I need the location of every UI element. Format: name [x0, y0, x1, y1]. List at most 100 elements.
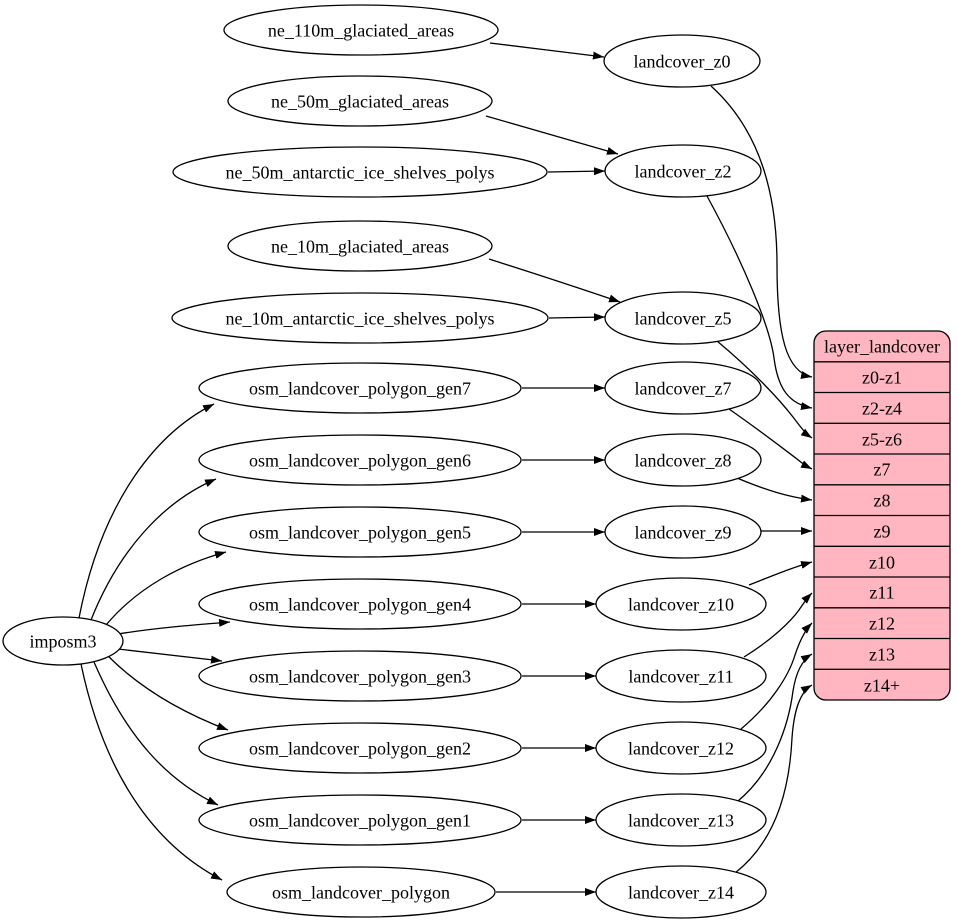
- table-row-z10: z10: [869, 552, 895, 572]
- node-ellipse: [595, 721, 767, 775]
- node-label: landcover_z0: [634, 51, 731, 71]
- node-osm-landcover-polygon: osm_landcover_polygon: [226, 866, 496, 918]
- edge-imposm3-to-polygon: [80, 663, 223, 881]
- node-ellipse: [604, 291, 762, 345]
- node-ellipse: [603, 34, 761, 88]
- node-label: landcover_z2: [635, 161, 732, 181]
- edge-z8-to-row-z8: [736, 477, 813, 503]
- node-ellipse: [172, 146, 548, 198]
- node-ellipse: [198, 506, 522, 558]
- node-ellipse: [604, 505, 762, 559]
- node-label: landcover_z13: [628, 810, 734, 830]
- edge-ne10m-antarctic-to-z5: [548, 313, 606, 322]
- edge-imposm3-to-gen3: [117, 648, 223, 664]
- node-ellipse: [604, 144, 762, 198]
- table-row-z0-z1: z0-z1: [862, 367, 902, 387]
- node-label: landcover_z12: [628, 738, 734, 758]
- node-ne-50m-glaciated-areas: ne_50m_glaciated_areas: [227, 75, 493, 127]
- edge-z7-to-row-z7: [728, 408, 813, 470]
- node-label: osm_landcover_polygon_gen7: [249, 378, 471, 398]
- node-label: osm_landcover_polygon_gen4: [249, 594, 471, 614]
- edge-ne110m-to-z0: [489, 42, 605, 60]
- node-ellipse: [227, 220, 493, 272]
- node-landcover-z5: landcover_z5: [604, 291, 762, 345]
- node-ellipse: [595, 865, 767, 919]
- node-landcover-z8: landcover_z8: [604, 433, 762, 487]
- node-osm-landcover-polygon-gen2: osm_landcover_polygon_gen2: [198, 722, 522, 774]
- node-label: landcover_z14: [628, 882, 734, 902]
- node-label: landcover_z11: [628, 666, 733, 686]
- node-osm-landcover-polygon-gen5: osm_landcover_polygon_gen5: [198, 506, 522, 558]
- node-ellipse: [604, 361, 762, 415]
- node-ellipse: [198, 650, 522, 702]
- node-imposm3: imposm3: [2, 616, 124, 666]
- node-label: landcover_z7: [635, 378, 732, 398]
- node-ne-110m-glaciated-areas: ne_110m_glaciated_areas: [223, 4, 499, 56]
- edge-ne50m-antarctic-to-z2: [547, 167, 606, 176]
- node-ellipse: [198, 722, 522, 774]
- table-row-z5-z6: z5-z6: [862, 429, 902, 449]
- node-label: osm_landcover_polygon_gen3: [249, 666, 471, 686]
- table-row-z8: z8: [874, 490, 891, 510]
- table-layer-landcover: layer_landcover z0-z1 z2-z4 z5-z6 z7 z8 …: [813, 330, 951, 701]
- node-osm-landcover-polygon-gen3: osm_landcover_polygon_gen3: [198, 650, 522, 702]
- table-row-z2-z4: z2-z4: [862, 398, 902, 418]
- edge-imposm3-to-gen5: [105, 551, 227, 626]
- node-label: osm_landcover_polygon_gen6: [249, 450, 471, 470]
- edge-imposm3-to-gen4: [117, 618, 231, 635]
- table-row-z9: z9: [874, 521, 891, 541]
- node-landcover-z2: landcover_z2: [604, 144, 762, 198]
- table-row-z14plus: z14+: [864, 675, 900, 695]
- node-label: landcover_z8: [635, 450, 732, 470]
- node-label: landcover_z10: [628, 594, 734, 614]
- node-landcover-z9: landcover_z9: [604, 505, 762, 559]
- node-label: osm_landcover_polygon_gen2: [249, 738, 471, 758]
- node-ellipse: [595, 577, 767, 631]
- edge-ne50m-glaciated-to-z2: [485, 115, 619, 155]
- node-label: landcover_z9: [635, 522, 732, 542]
- edge-z5-to-row-z5-z6: [716, 340, 813, 439]
- node-label: ne_10m_glaciated_areas: [271, 236, 449, 256]
- table-row-z13: z13: [869, 644, 895, 664]
- node-landcover-z10: landcover_z10: [595, 577, 767, 631]
- node-label: osm_landcover_polygon_gen1: [249, 810, 471, 830]
- edge-z0-to-row-z0-z1: [710, 85, 813, 379]
- edge-z14-to-row-z14plus: [734, 684, 813, 874]
- node-ellipse: [227, 75, 493, 127]
- node-ellipse: [198, 578, 522, 630]
- node-label: osm_landcover_polygon: [272, 882, 450, 902]
- table-row-z12: z12: [869, 613, 895, 633]
- node-ellipse: [171, 292, 549, 344]
- node-ellipse: [198, 434, 522, 486]
- edge-imposm3-to-gen1: [93, 661, 219, 806]
- node-ellipse: [595, 649, 767, 703]
- edge-z13-to-row-z13: [737, 653, 813, 802]
- node-ne-10m-antarctic-ice-shelves-polys: ne_10m_antarctic_ice_shelves_polys: [171, 292, 549, 344]
- node-label: ne_50m_antarctic_ice_shelves_polys: [226, 162, 495, 182]
- node-landcover-z13: landcover_z13: [595, 793, 767, 847]
- table-row-z7: z7: [874, 459, 891, 479]
- edge-imposm3-to-gen2: [107, 655, 229, 731]
- table-row-z11: z11: [869, 582, 894, 602]
- node-ellipse: [604, 433, 762, 487]
- edge-ne10m-glaciated-to-z5: [488, 258, 621, 303]
- node-landcover-z12: landcover_z12: [595, 721, 767, 775]
- node-label: imposm3: [29, 631, 96, 651]
- node-osm-landcover-polygon-gen1: osm_landcover_polygon_gen1: [198, 794, 522, 846]
- node-label: ne_110m_glaciated_areas: [268, 20, 454, 40]
- node-ellipse: [223, 4, 499, 56]
- node-ellipse: [226, 866, 496, 918]
- node-ellipse: [198, 794, 522, 846]
- node-ne-50m-antarctic-ice-shelves-polys: ne_50m_antarctic_ice_shelves_polys: [172, 146, 548, 198]
- edge-z11-to-row-z11: [743, 592, 813, 658]
- node-label: ne_50m_glaciated_areas: [271, 91, 449, 111]
- node-osm-landcover-polygon-gen6: osm_landcover_polygon_gen6: [198, 434, 522, 486]
- edge-z12-to-row-z12: [740, 622, 813, 730]
- node-landcover-z14: landcover_z14: [595, 865, 767, 919]
- node-label: landcover_z5: [635, 308, 732, 328]
- node-osm-landcover-polygon-gen7: osm_landcover_polygon_gen7: [198, 362, 522, 414]
- edge-imposm3-to-gen6: [90, 478, 217, 621]
- edge-z2-to-row-z2-z4: [706, 195, 813, 410]
